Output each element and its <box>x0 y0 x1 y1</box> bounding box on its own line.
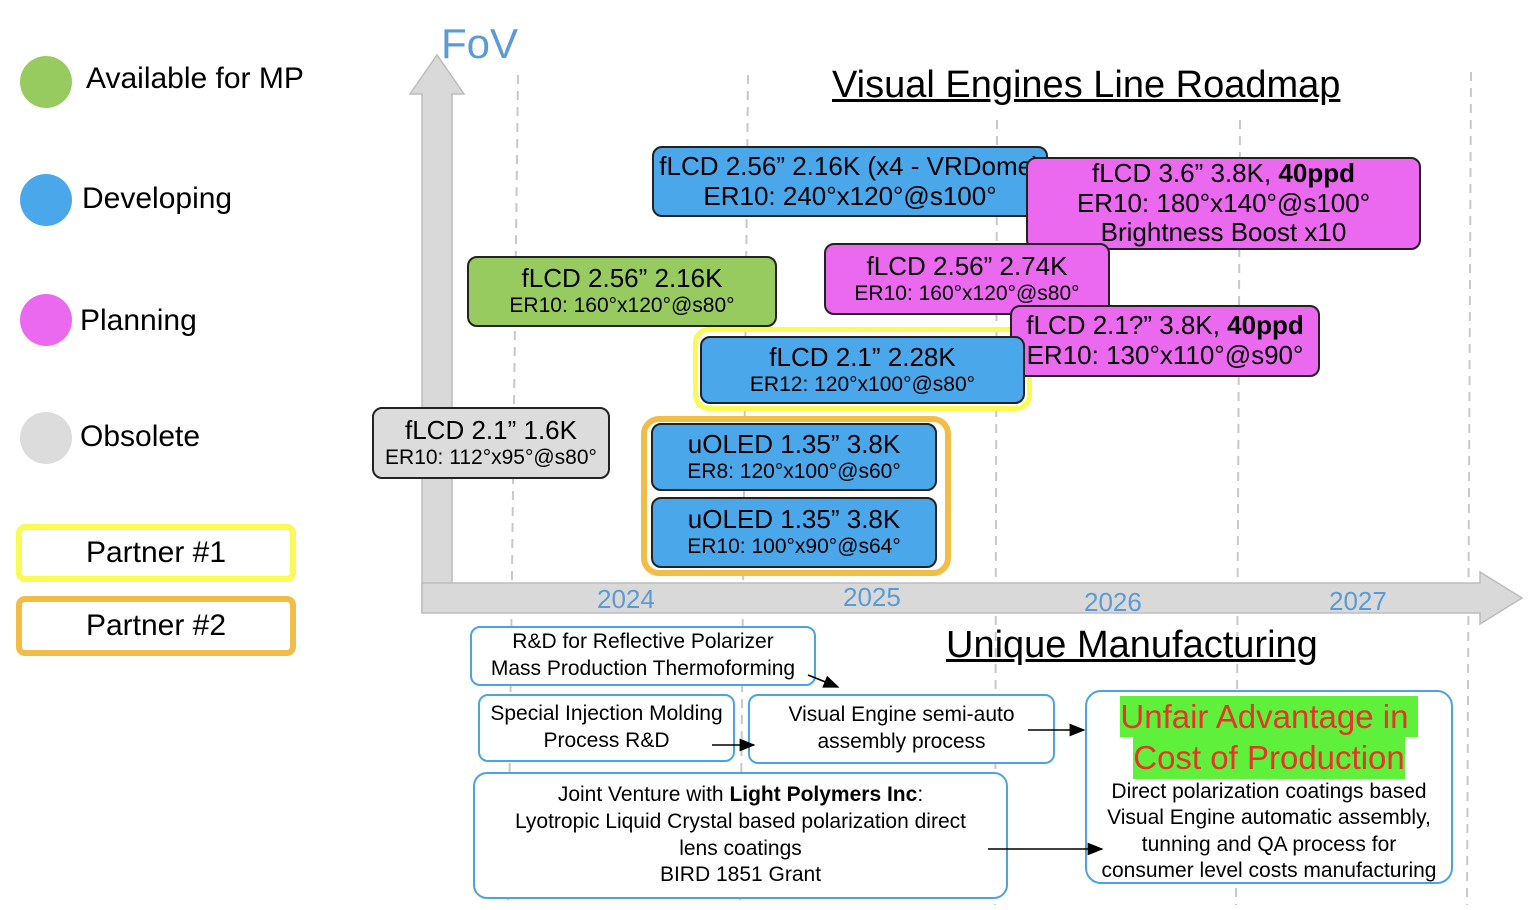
engine-title: fLCD 2.1?” 3.8K, 40ppd <box>1026 310 1304 341</box>
mfg-line: Special Injection Molding <box>490 702 723 726</box>
engine-spec: ER10: 112°x95°@s80° <box>385 445 597 469</box>
engine-spec: ER10: 160°x120°@s80° <box>509 294 735 318</box>
mfg-box-unfair-advantage: Unfair Advantage in Cost of Production D… <box>1085 690 1453 884</box>
engine-spec: ER12: 120°x100°@s80° <box>749 372 976 396</box>
engine-spec: ER10: 100°x90°@s64° <box>687 535 901 559</box>
advantage-title-line1: Unfair Advantage in <box>1120 696 1418 738</box>
mfg-box-joint-venture: Joint Venture with Light Polymers Inc: L… <box>473 772 1008 899</box>
engine-title: fLCD 2.56” 2.16K (x4 - VRDome) <box>659 150 1041 181</box>
gridline-2027 <box>1235 119 1241 906</box>
mfg-line: Process R&D <box>543 729 670 752</box>
engine-title: uOLED 1.35” 3.8K <box>687 428 901 459</box>
legend-label-developing: Developing <box>82 182 233 215</box>
fov-axis-label: FoV <box>441 20 519 67</box>
engine-title-main: fLCD 3.6” 3.8K, <box>1092 157 1279 188</box>
engine-feature: Brightness Boost x10 <box>1100 217 1347 248</box>
mfg-line: R&D for Reflective Polarizer <box>512 630 774 654</box>
mfg-box-rd-polarizer: R&D for Reflective Polarizer Mass Produc… <box>470 626 816 686</box>
legend-partner2: Partner #2 <box>16 596 296 656</box>
engine-spec: ER10: 160°x120°@s80° <box>854 281 1080 305</box>
engine-card-flcd-2-1-1-6k: fLCD 2.1” 1.6K ER10: 112°x95°@s80° <box>372 407 610 479</box>
mfg-line: Lyotropic Liquid Crystal based polarizat… <box>515 809 966 833</box>
engine-title: fLCD 2.1” 1.6K <box>405 414 577 445</box>
engine-card-uoled-er8: uOLED 1.35” 3.8K ER8: 120°x100°@s60° <box>651 423 937 491</box>
engine-card-flcd-3-6: fLCD 3.6” 3.8K, 40ppd ER10: 180°x140°@s1… <box>1026 157 1421 250</box>
mfg-line: Mass Production Thermoforming <box>490 657 796 680</box>
engine-title-main: fLCD 2.1?” 3.8K, <box>1026 310 1228 341</box>
advantage-title-line2: Cost of Production <box>1133 737 1405 779</box>
legend-label-obsolete: Obsolete <box>80 420 201 453</box>
mfg-line: assembly process <box>817 730 986 753</box>
year-label-2027: 2027 <box>1329 586 1387 616</box>
legend-dot-developing <box>20 174 72 226</box>
manufacturing-title: Unique Manufacturing <box>946 624 1318 666</box>
engine-title: uOLED 1.35” 3.8K <box>687 504 901 535</box>
legend-partner1-label: Partner #1 <box>85 536 227 569</box>
legend-label-planning: Planning <box>80 304 197 337</box>
mfg-line: Visual Engine semi-auto <box>788 703 1015 727</box>
engine-title: fLCD 2.56” 2.16K <box>521 263 723 294</box>
roadmap-title: Visual Engines Line Roadmap <box>832 64 1341 106</box>
year-label-2026: 2026 <box>1084 587 1142 617</box>
jv-prefix: Joint Venture with <box>557 783 730 807</box>
mfg-box-injection-molding: Special Injection Molding Process R&D <box>478 694 735 762</box>
engine-card-uoled-er10: uOLED 1.35” 3.8K ER10: 100°x90°@s64° <box>651 497 937 568</box>
engine-ppd: 40ppd <box>1278 157 1355 188</box>
time-axis-arrow <box>421 570 1524 626</box>
mfg-line: BIRD 1851 Grant <box>659 863 822 887</box>
mfg-line: Visual Engine automatic assembly, <box>1107 806 1431 830</box>
mfg-line: Joint Venture with Light Polymers Inc: <box>558 782 923 809</box>
legend-partner2-label: Partner #2 <box>85 609 227 642</box>
engine-card-flcd-2-56-2-16k: fLCD 2.56” 2.16K ER10: 160°x120°@s80° <box>467 256 777 327</box>
engine-title: fLCD 2.56” 2.74K <box>866 250 1068 281</box>
engine-card-flcd-2-56-2-74k: fLCD 2.56” 2.74K ER10: 160°x120°@s80° <box>824 243 1110 315</box>
gridline-2024 <box>507 74 519 906</box>
jv-colon: : <box>917 783 924 807</box>
jv-partner-name: Light Polymers Inc <box>729 783 918 807</box>
engine-card-flcd-2-1-2-28k: fLCD 2.1” 2.28K ER12: 120°x100°@s80° <box>700 336 1025 404</box>
engine-title: fLCD 3.6” 3.8K, 40ppd <box>1092 159 1355 189</box>
mfg-line: Direct polarization coatings based <box>1111 779 1427 803</box>
legend-label-available: Available for MP <box>86 62 304 95</box>
engine-title: fLCD 2.1” 2.28K <box>769 341 956 372</box>
engine-card-flcd-2-1-3-8k: fLCD 2.1?” 3.8K, 40ppd ER10: 130°x110°@s… <box>1010 305 1320 377</box>
engine-spec: ER8: 120°x100°@s60° <box>687 459 901 483</box>
legend-dot-obsolete <box>20 412 72 464</box>
engine-spec: ER10: 240°x120°@s100° <box>703 180 997 211</box>
gridline-2025 <box>739 74 749 906</box>
fov-axis-arrow <box>408 53 466 613</box>
engine-spec: ER10: 180°x140°@s100° <box>1076 187 1371 218</box>
legend-dot-planning <box>20 294 72 346</box>
legend-partner1: Partner #1 <box>16 524 296 582</box>
year-label-2024: 2024 <box>597 584 655 614</box>
year-label-2025: 2025 <box>843 582 901 612</box>
engine-spec: ER10: 130°x110°@s90° <box>1026 340 1304 370</box>
engine-ppd: 40ppd <box>1227 310 1304 341</box>
mfg-line: lens coatings <box>679 836 802 860</box>
mfg-line: tunning and QA process for <box>1141 832 1397 856</box>
mfg-box-semi-auto-assembly: Visual Engine semi-auto assembly process <box>748 694 1055 764</box>
legend-dot-available <box>20 56 72 108</box>
gridline-2028 <box>1466 71 1472 906</box>
partner2-highlight <box>641 416 951 576</box>
mfg-line: consumer level costs manufacturing <box>1101 859 1437 883</box>
engine-card-vrdome: fLCD 2.56” 2.16K (x4 - VRDome) ER10: 240… <box>652 146 1048 217</box>
